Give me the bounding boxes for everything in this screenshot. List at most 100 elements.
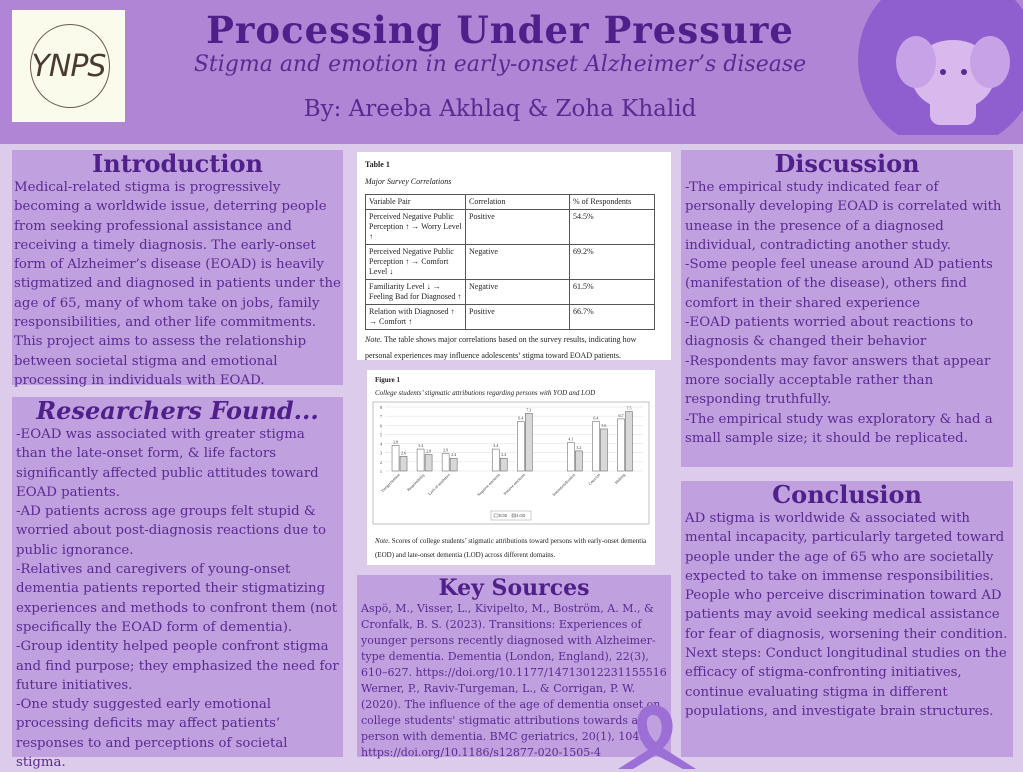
bar-lod: [399, 456, 408, 472]
source-link[interactable]: https://doi.org/10.1177/1471301223115551…: [415, 666, 667, 679]
cell: Negative: [465, 244, 570, 280]
source-item: Aspö, M., Visser, L., Kivipelto, M., Bos…: [361, 601, 667, 681]
table-label: Table 1: [365, 160, 390, 169]
conclusion-body: AD stigma is worldwide & associated with…: [685, 511, 1008, 719]
discussion-item: -EOAD patients worried about reactions t…: [685, 315, 974, 350]
bar-eod: [416, 448, 425, 472]
introduction-heading: Introduction: [92, 149, 263, 178]
data-label: 2.9: [443, 448, 448, 453]
bar-lod: [625, 411, 633, 472]
bar-eod: [517, 421, 525, 472]
data-label: 7.5: [626, 406, 631, 411]
finding-item: -Relatives and caregivers of young-onset…: [16, 562, 338, 635]
legend: [490, 510, 532, 521]
bar-eod: [617, 418, 625, 472]
legend-swatch: [493, 513, 499, 518]
poster-subtitle: Stigma and emotion in early-onset Alzhei…: [193, 52, 807, 77]
bar-lod: [525, 413, 533, 472]
data-label: 2.4: [501, 452, 506, 457]
x-tick-label: Institutionalization: [551, 472, 576, 497]
figure1-image: Figure 1 College students’ stigmatic att…: [367, 370, 655, 565]
note-label: Note.: [375, 537, 390, 545]
table-title: Major Survey Correlations: [365, 177, 452, 186]
legend-swatch: [511, 513, 517, 518]
x-tick-label: Positive emotions: [502, 472, 526, 496]
table-row: Perceived Negative Public Perception ↑ →…: [365, 244, 655, 280]
y-tick-label: 2: [380, 460, 382, 465]
note-text: The table shows major correlations based…: [365, 335, 637, 360]
note-label: Note.: [365, 335, 383, 344]
y-tick-label: 8: [380, 405, 382, 410]
bar-eod: [491, 448, 500, 472]
data-label: 3.2: [576, 445, 581, 450]
cell: 66.7%: [569, 304, 655, 330]
data-label: 6.4: [593, 416, 598, 421]
authors: By: Areeba Akhlaq & Zoha Khalid: [303, 96, 697, 122]
conclusion-panel: Conclusion AD stigma is worldwide & asso…: [681, 481, 1013, 757]
source-text: Werner, P., Raviv-Turgeman, L., & Corrig…: [361, 682, 661, 743]
cell: Positive: [465, 304, 570, 330]
data-label: 3.4: [493, 443, 498, 448]
table-row: Perceived Negative Public Perception ↑ →…: [365, 209, 655, 245]
y-tick-label: 5: [380, 432, 382, 437]
cell: 61.5%: [569, 279, 655, 305]
table1-image: Table 1 Major Survey Correlations Variab…: [357, 152, 671, 360]
note-text: Scores of college students’ stigmatic at…: [375, 537, 647, 559]
bar-chart: 123456783.82.6Dangerousness3.42.8Respons…: [372, 401, 650, 525]
poster-title: Processing Under Pressure: [206, 8, 794, 52]
discussion-item: -Respondents may favor answers that appe…: [685, 353, 991, 408]
bar-lod: [499, 457, 508, 472]
bar-eod: [441, 453, 450, 472]
x-tick-label: Lack of aesthetics: [427, 472, 451, 496]
cell: Negative: [465, 279, 570, 305]
data-label: 3.4: [418, 443, 423, 448]
elephant-icon: [858, 0, 1023, 135]
introduction-panel: Introduction Medical-related stigma is p…: [12, 149, 343, 388]
data-label: 2.8: [426, 449, 431, 454]
cell: Familiarity Level ↓ → Feeling Bad for Di…: [365, 279, 466, 305]
bar-lod: [600, 428, 608, 472]
data-label: 7.3: [526, 407, 531, 412]
header-cell: Correlation: [465, 194, 570, 210]
cell: 69.2%: [569, 244, 655, 280]
source-text: Aspö, M., Visser, L., Kivipelto, M., Bos…: [361, 602, 656, 679]
ynps-logo: YNPS: [12, 10, 125, 122]
poster-header: YNPS Processing Under Pressure Stigma an…: [0, 0, 1023, 144]
introduction-body: Medical-related stigma is progressively …: [14, 180, 341, 388]
cell: 54.5%: [569, 209, 655, 245]
source-link[interactable]: https://doi.org/10.1186/s12877-020-1505-…: [361, 746, 602, 759]
header-cell: Variable Pair: [365, 194, 466, 210]
chart-title: College students’ stigmatic attributions…: [375, 389, 596, 397]
cell: Positive: [465, 209, 570, 245]
legend-label: LOD: [517, 513, 525, 518]
plot-frame: [372, 401, 650, 525]
researchers-heading: Researchers Found...: [36, 396, 319, 425]
table-row: Familiarity Level ↓ → Feeling Bad for Di…: [365, 279, 655, 305]
figure-label: Figure 1: [375, 376, 400, 384]
x-tick-label: Responsibility: [406, 472, 426, 492]
bar-eod: [592, 421, 600, 472]
x-tick-label: Negative emotions: [476, 472, 501, 497]
x-tick-label: Coercion: [587, 472, 601, 486]
finding-item: -EOAD was associated with greater stigma…: [16, 427, 319, 500]
bar-eod: [567, 442, 575, 472]
finding-item: -One study suggested early emotional pro…: [16, 697, 288, 771]
discussion-item: -The empirical study was exploratory & h…: [685, 411, 993, 446]
source-item: Werner, P., Raviv-Turgeman, L., & Corrig…: [361, 681, 667, 761]
table-row: Relation with Diagnosed ↑ → Comfort ↑Pos…: [365, 304, 655, 330]
y-tick-label: 6: [380, 423, 382, 428]
x-tick-label: Helping: [614, 472, 627, 485]
table-note: Note. The table shows major correlations…: [365, 332, 663, 364]
y-tick-label: 3: [380, 451, 382, 456]
discussion-heading: Discussion: [774, 149, 920, 178]
y-tick-label: 1: [380, 469, 382, 474]
discussion-item: -The empirical study indicated fear of p…: [685, 180, 1002, 253]
y-tick-label: 4: [380, 442, 382, 447]
cell: Perceived Negative Public Perception ↑ →…: [365, 209, 466, 245]
figure-note: Note. Scores of college students’ stigma…: [375, 534, 655, 562]
data-label: 6.4: [518, 416, 523, 421]
bar-lod: [424, 454, 433, 472]
conclusion-heading: Conclusion: [772, 480, 922, 509]
bar-eod: [391, 445, 400, 472]
